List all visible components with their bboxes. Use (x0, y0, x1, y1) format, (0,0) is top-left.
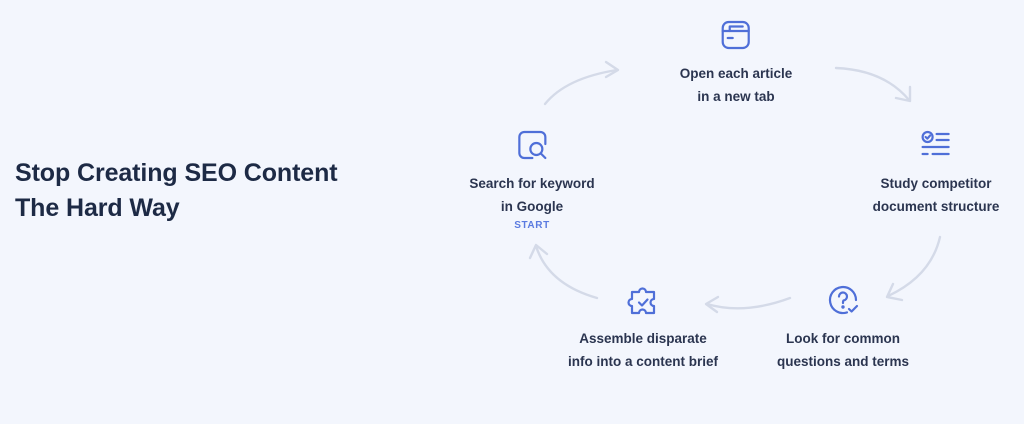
page-title: Stop Creating SEO Content The Hard Way (15, 156, 338, 226)
search-window-icon (517, 130, 547, 160)
page-title-line-1: Stop Creating SEO Content (15, 159, 338, 187)
step-search-keyword: Search for keyword in Google START (469, 128, 595, 233)
arrow-search-to-open (543, 60, 620, 106)
arrow-look-to-assemble (704, 295, 792, 314)
step-study-competitors-label: Study competitor document structure (872, 176, 1000, 214)
step-look-questions: Look for common questions and terms (777, 283, 909, 373)
arrow-study-to-look (885, 235, 942, 302)
step-open-articles: Open each article in a new tab (679, 18, 793, 108)
step-study-competitors: Study competitor document structure (872, 128, 1000, 218)
question-check-icon (828, 285, 859, 315)
arrow-assemble-to-search (528, 243, 599, 300)
step-search-keyword-label: Search for keyword in Google (469, 176, 595, 214)
step-assemble-brief-label: Assemble disparate info into a content b… (568, 331, 718, 369)
start-badge: START (514, 220, 550, 231)
arrow-open-to-study (834, 66, 912, 103)
step-assemble-brief: Assemble disparate info into a content b… (568, 283, 718, 373)
checklist-icon (921, 130, 951, 156)
puzzle-check-icon (627, 287, 656, 315)
step-look-questions-label: Look for common questions and terms (776, 331, 910, 369)
page-title-line-2: The Hard Way (15, 194, 180, 222)
browser-tab-icon (721, 20, 751, 50)
step-open-articles-label: Open each article in a new tab (679, 66, 793, 104)
